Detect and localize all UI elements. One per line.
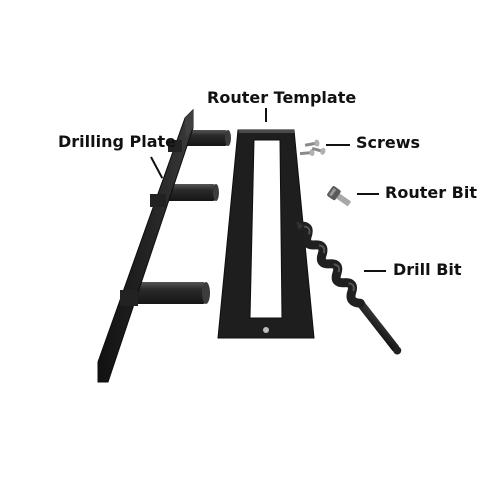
router-template [217, 129, 315, 339]
drill-guide-tube [134, 282, 210, 304]
drill-guide-tube [182, 130, 231, 146]
drilling-plate-label: Drilling Plate [58, 132, 177, 151]
drill-guide-tube [164, 184, 219, 201]
screws [299, 139, 326, 157]
router-bit-label: Router Bit [385, 183, 477, 202]
drill-bit-leader [364, 270, 386, 272]
screws-leader [326, 144, 350, 146]
router-template-label: Router Template [207, 88, 357, 107]
router-bit [327, 186, 351, 207]
screws-label: Screws [356, 133, 421, 152]
drill-bit-label: Drill Bit [393, 260, 462, 279]
drilling-plate [97, 108, 231, 383]
drill-bit [295, 221, 402, 355]
router-template-leader [265, 108, 267, 122]
router-bit-leader [357, 193, 379, 195]
template-screw-hole [263, 327, 269, 333]
